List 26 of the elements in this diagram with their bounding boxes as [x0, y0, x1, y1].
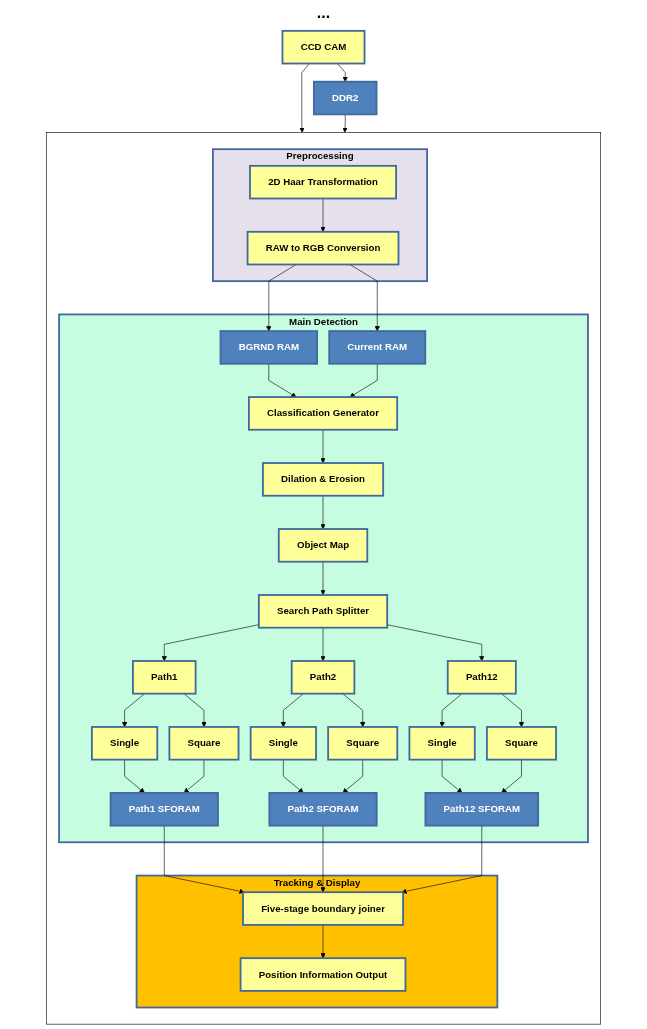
node-box: Single — [91, 726, 159, 761]
node-box: Search Path Splitter — [257, 594, 389, 629]
node-box: Path2 — [290, 660, 356, 695]
node-box: RAW to RGB Conversion — [246, 230, 400, 266]
node-box: Single — [408, 726, 476, 761]
node-box: Square — [327, 726, 399, 761]
node-box: Square — [168, 726, 240, 761]
node-box: Classification Generator — [248, 396, 399, 431]
node-box: Path2 SFORAM — [268, 792, 378, 827]
node-box: Path1 SFORAM — [109, 792, 219, 827]
node-box: DDR2 — [312, 80, 378, 116]
node-box: Five-stage boundary joiner — [242, 891, 404, 926]
cluster — [46, 132, 601, 1025]
node-box: Path1 — [132, 660, 197, 695]
node-box: Single — [249, 726, 317, 761]
node-box: BGRND RAM — [219, 330, 319, 365]
node-box: Path12 — [446, 660, 517, 695]
node-box: 2D Haar Transformation — [249, 164, 397, 200]
node-box: Dilation & Erosion — [262, 462, 385, 497]
node-box: CCD CAM — [281, 29, 366, 65]
node-box: Square — [485, 726, 557, 761]
node-box: Position Information Output — [239, 957, 407, 992]
node-box: Path12 SFORAM — [424, 792, 540, 827]
node-box: Current RAM — [328, 330, 427, 365]
node-box: Object Map — [277, 528, 369, 563]
ellipsis-label: ... — [316, 4, 331, 21]
